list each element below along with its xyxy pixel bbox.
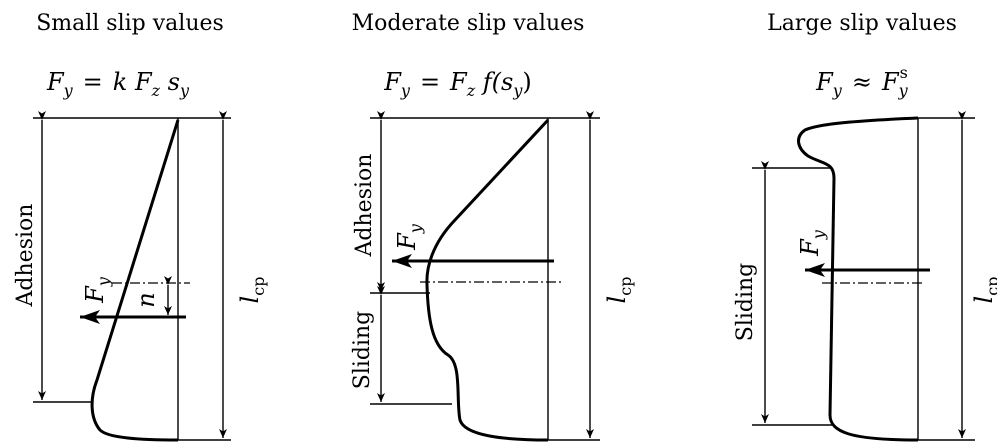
region-label-adhesion: Adhesion (13, 204, 38, 308)
panel-large-slip: Large slip values Fy≈Fys Sliding lcp Fy (733, 11, 997, 442)
force-label: Fy (393, 223, 425, 251)
region-label-sliding: Sliding (733, 263, 758, 342)
panel-title: Moderate slip values (352, 11, 585, 36)
force-distribution-curve (425, 118, 550, 442)
force-label: Fy (81, 276, 113, 304)
region-label-adhesion: Adhesion (352, 154, 377, 258)
formula: Fy=k Fz sy (46, 68, 190, 100)
length-label: lcp (236, 277, 268, 304)
formula: Fy≈Fys (815, 63, 908, 100)
region-label-sliding: Sliding (350, 311, 375, 390)
force-distribution-curve (797, 116, 919, 442)
panel-small-slip: Small slip values Fy=k Fz sy Adhesion lc… (13, 11, 268, 442)
length-label: lcp (603, 277, 635, 304)
force-label: Fy (796, 229, 828, 257)
force-distribution-curve (90, 119, 180, 442)
panel-title: Large slip values (767, 11, 957, 36)
length-label: lcp (970, 277, 997, 304)
panel-title: Small slip values (36, 11, 224, 36)
formula: Fy=Fz f(sy) (383, 68, 532, 100)
panel-moderate-slip: Moderate slip values Fy=Fz f(sy) Adhesio… (350, 11, 635, 442)
offset-label: n (132, 292, 160, 307)
